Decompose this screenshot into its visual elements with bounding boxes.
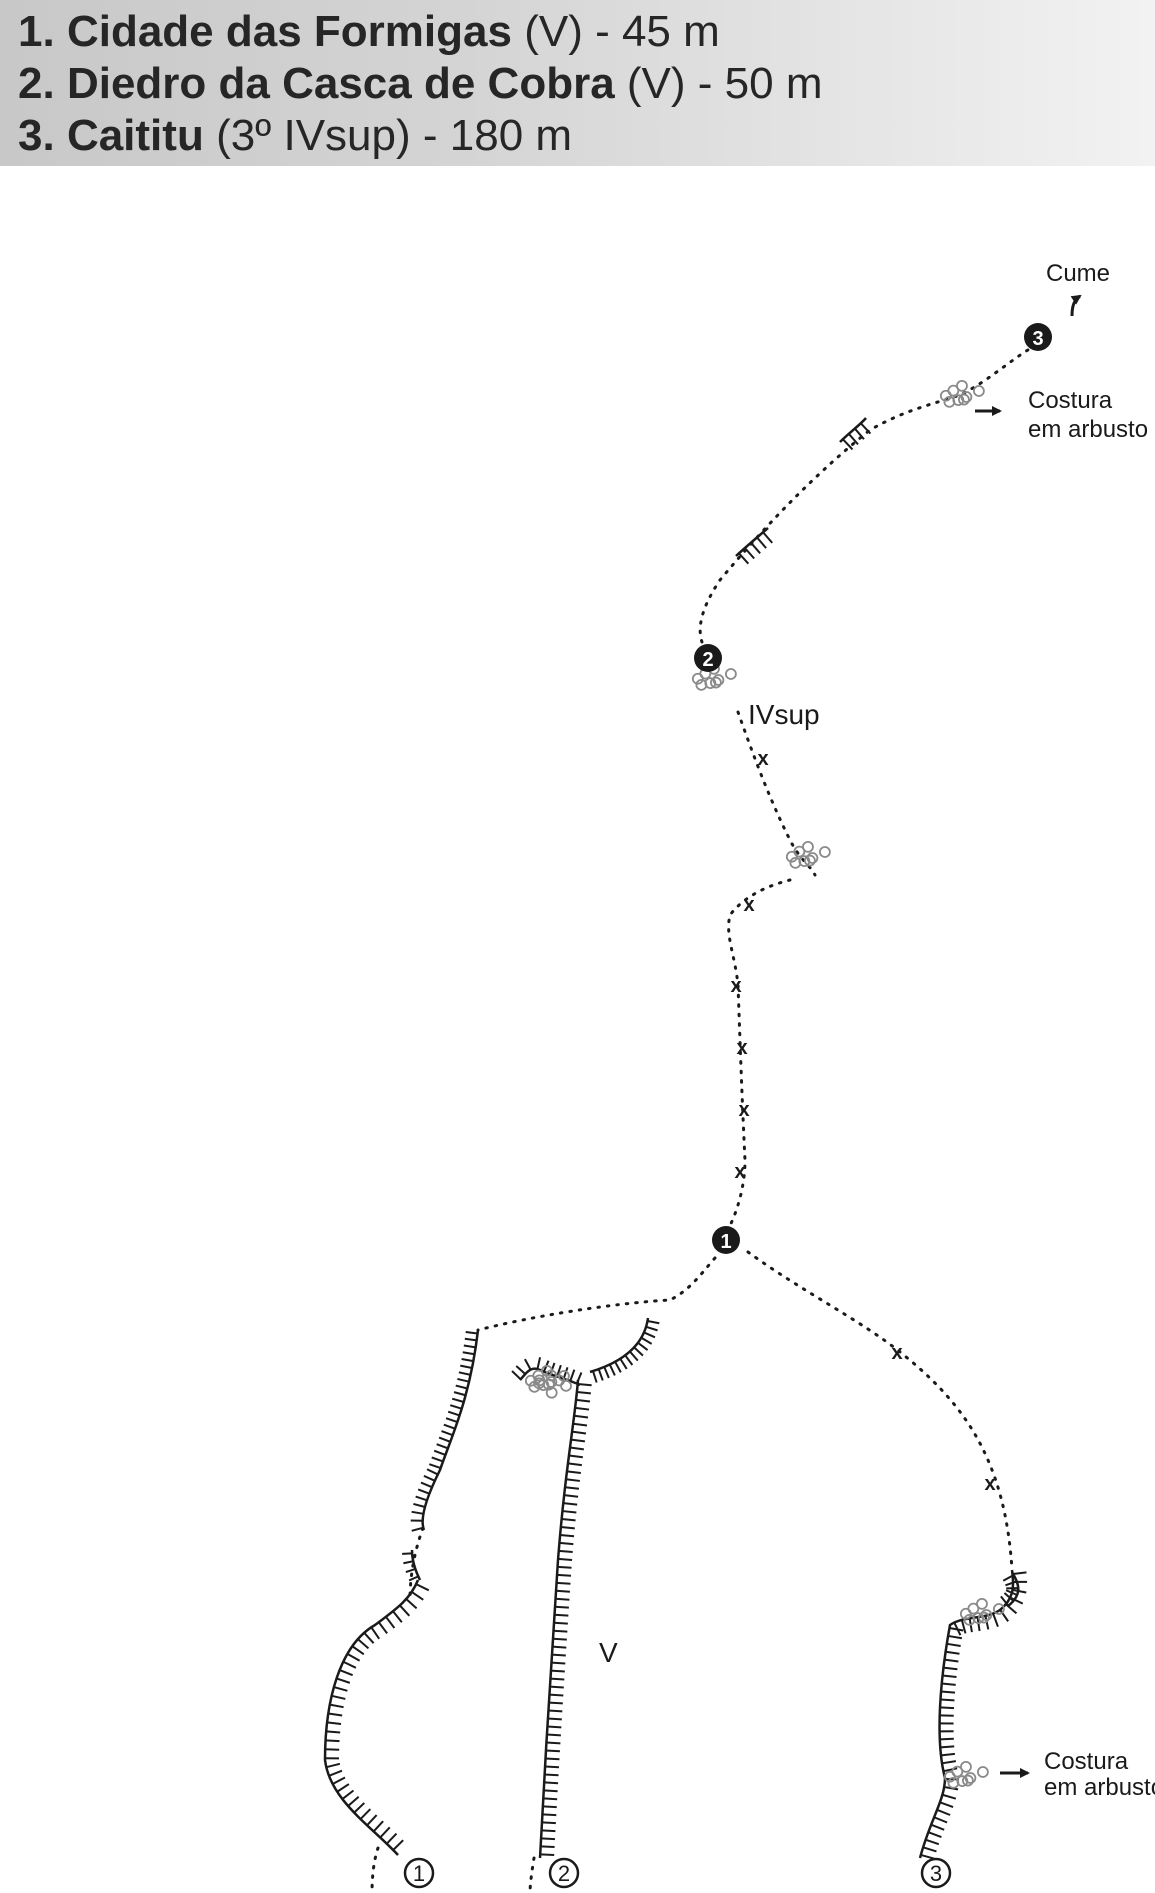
bolt-icon: x bbox=[757, 748, 768, 770]
route-2-number: 2. bbox=[18, 59, 55, 108]
route-1-length: - 45 m bbox=[595, 7, 720, 56]
start-3: 3 bbox=[920, 1857, 952, 1889]
route-3-grade: (3º IVsup) bbox=[216, 111, 411, 160]
svg-text:2: 2 bbox=[702, 649, 713, 671]
route-2-grade: (V) bbox=[626, 59, 686, 108]
bolt-icon: x bbox=[738, 1099, 749, 1121]
bush-protection-label-bottom-2: em arbusto bbox=[1044, 1774, 1155, 1801]
route-2-name: Diedro da Casca de Cobra bbox=[66, 59, 615, 108]
bolt-icon: x bbox=[743, 894, 754, 916]
bolt-icon: x bbox=[891, 1342, 902, 1364]
svg-text:1: 1 bbox=[720, 1231, 731, 1253]
bolt-icon: x bbox=[734, 1161, 745, 1183]
route-1-grade: (V) bbox=[524, 7, 583, 56]
route-3-title: 3. Caititu (3º IVsup) - 180 m bbox=[18, 110, 572, 162]
route-1-number: 1. bbox=[18, 7, 55, 56]
route-3-number: 3. bbox=[18, 111, 55, 160]
start-1: 1 bbox=[403, 1857, 435, 1889]
grade-label-v: V bbox=[599, 1637, 618, 1668]
svg-text:2: 2 bbox=[558, 1861, 570, 1886]
summit-label: Cume bbox=[1046, 260, 1110, 287]
belay-3: 3 bbox=[1024, 323, 1052, 351]
bolts: x x x x x x x x bbox=[730, 748, 995, 1495]
svg-text:1: 1 bbox=[413, 1861, 425, 1886]
bolt-icon: x bbox=[730, 975, 741, 997]
start-2: 2 bbox=[548, 1857, 580, 1889]
route-3-lower-line bbox=[735, 417, 1028, 1860]
summit-arrow-icon bbox=[1070, 294, 1082, 317]
route-3-line bbox=[370, 343, 1038, 1893]
svg-text:3: 3 bbox=[930, 1861, 942, 1886]
route-2-length: - 50 m bbox=[697, 59, 823, 108]
route-list-header: 1. Cidade das Formigas (V) - 45 m 2. Die… bbox=[0, 0, 1155, 166]
route-1-title: 1. Cidade das Formigas (V) - 45 m bbox=[18, 6, 720, 58]
bolt-icon: x bbox=[736, 1037, 747, 1059]
belay-1: 1 bbox=[712, 1226, 740, 1254]
bush-protection-label-top-2: em arbusto bbox=[1028, 416, 1148, 443]
svg-text:3: 3 bbox=[1032, 328, 1043, 350]
bush-protection-label-top-1: Costura bbox=[1028, 387, 1113, 414]
grade-label-ivsup: IVsup bbox=[748, 699, 820, 730]
belay-2: 2 bbox=[694, 644, 722, 672]
route-1-name: Cidade das Formigas bbox=[66, 7, 512, 56]
route-2-title: 2. Diedro da Casca de Cobra (V) - 50 m bbox=[18, 58, 823, 110]
bush-protection-label-bottom-1: Costura bbox=[1044, 1748, 1129, 1775]
route-2-line bbox=[511, 1317, 660, 1859]
bolt-icon: x bbox=[984, 1473, 995, 1495]
route-3-length: - 180 m bbox=[422, 111, 573, 160]
route-3-name: Caititu bbox=[66, 111, 204, 160]
route-1-line bbox=[323, 1329, 480, 1856]
bushes bbox=[524, 379, 1005, 1789]
